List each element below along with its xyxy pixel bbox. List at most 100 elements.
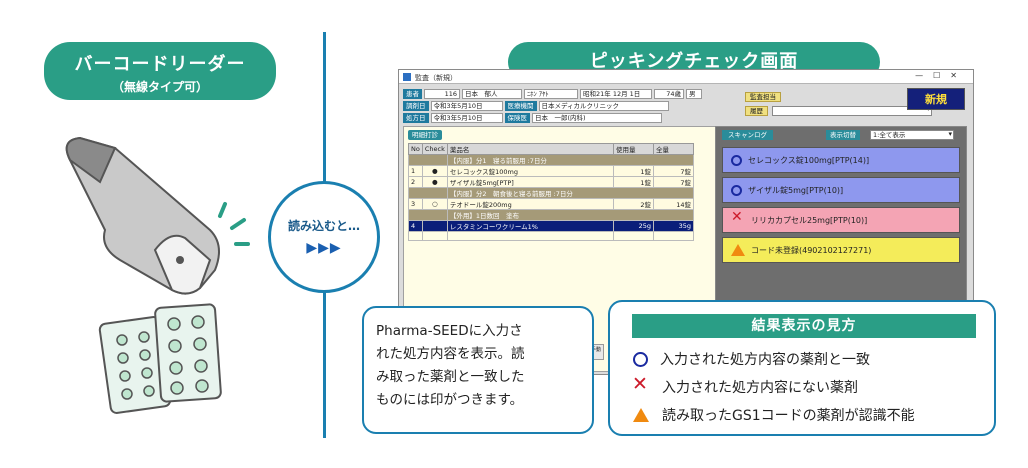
window-titlebar: 監査（新規） —☐✕ — [399, 70, 973, 84]
col-drug-name: 薬品名 — [446, 143, 615, 155]
scan-log-item[interactable]: セレコックス錠100mg[PTP(14)] — [722, 147, 960, 173]
scan-log-text: リリカカプセル25mg[PTP(10)] — [751, 215, 868, 225]
legend-title: 結果表示の見方 — [632, 314, 976, 338]
rx-dose: 2錠 — [613, 198, 654, 210]
rx-no: 2 — [408, 176, 423, 188]
description-line: ものには印がつきます。 — [376, 392, 524, 408]
description-line: Pharma-SEEDに入力さ — [376, 323, 523, 339]
rx-no: 3 — [408, 198, 423, 210]
rx-group-label: 【外用】1日数回 塗布 — [446, 209, 695, 221]
patient-id: 116 — [424, 88, 460, 99]
window-controls[interactable]: —☐✕ — [915, 71, 967, 80]
rx-drug-name: レスタミンコーワクリーム1% — [446, 220, 615, 232]
rx-dose: 1錠 — [613, 176, 654, 188]
table-row-empty — [408, 231, 694, 241]
rx-total: 7錠 — [653, 165, 694, 177]
rx-total: 7錠 — [653, 176, 694, 188]
history-row: 履歴 — [745, 105, 932, 116]
barcode-scanner-icon — [65, 136, 220, 295]
legend-callout: 結果表示の見方 入力された処方内容の薬剤と一致 入力された処方内容にない薬剤 読… — [608, 300, 996, 436]
rx-group-spacer — [408, 154, 448, 166]
read-flow-indicator: 読み込むと… ▶▶▶ — [268, 181, 380, 293]
display-toggle-select[interactable]: 1:全て表示 — [870, 130, 954, 140]
scan-log-item[interactable]: リリカカプセル25mg[PTP(10)] — [722, 207, 960, 233]
barcode-reader-subtitle: （無線タイプ可） — [111, 80, 208, 94]
rx-date-label: 処方日 — [403, 112, 429, 123]
patient-name: 日本 郁人 — [462, 88, 522, 99]
rx-group-spacer — [408, 209, 448, 221]
rx-group-label: 【内服】分1 寝る前服用 :7日分 — [446, 154, 695, 166]
clinic-label: 医療機関 — [504, 100, 537, 111]
patient-info-panel: 患者 116 日本 郁人 ﾆﾎﾝ ｱﾔﾄ 昭和21年 12月 1日 74歳 男 … — [403, 88, 725, 123]
legend-text: 入力された処方内容の薬剤と一致 — [660, 352, 870, 368]
legend-item-unrecognized: 読み取ったGS1コードの薬剤が認識不能 — [632, 404, 915, 426]
app-icon — [403, 73, 411, 81]
scan-signal-icon — [218, 202, 250, 246]
empty-cell — [446, 231, 615, 241]
picking-check-window: 監査（新規） —☐✕ 患者 116 日本 郁人 ﾆﾎﾝ ｱﾔﾄ 昭和21年 12… — [398, 69, 974, 375]
col-check: Check — [421, 143, 448, 155]
description-line: れた処方内容を表示。読 — [376, 346, 525, 362]
patient-kana: ﾆﾎﾝ ｱﾔﾄ — [524, 88, 578, 99]
audit-staff[interactable]: 監査担当 — [745, 92, 781, 102]
birth-date: 昭和21年 12月 1日 — [580, 88, 652, 99]
rx-no: 4 — [408, 220, 423, 232]
empty-cell — [421, 231, 448, 241]
col-no: No — [408, 143, 423, 155]
rx-check — [421, 220, 448, 232]
triangle-warning-icon — [731, 244, 745, 256]
rx-dose: 1錠 — [613, 165, 654, 177]
rx-dose: 25g — [613, 220, 654, 232]
rx-group-row[interactable]: 【外用】1日数回 塗布 — [408, 209, 695, 221]
cross-icon — [731, 209, 745, 227]
table-header-row: No Check 薬品名 使用量 全量 — [408, 143, 694, 155]
empty-cell — [653, 231, 694, 241]
doctor-label: 保険医 — [504, 112, 530, 123]
rx-group-spacer — [408, 187, 448, 199]
scan-log-item[interactable]: ザイザル錠5mg[PTP(10)] — [722, 177, 960, 203]
doctor-name: 日本 一郎(内科) — [532, 112, 662, 123]
rx-drug-name: テオドール錠200mg — [446, 198, 615, 210]
rx-group-row[interactable]: 【内服】分2 朝食後と寝る前服用 :7日分 — [408, 187, 695, 199]
barcode-reader-header: バーコードリーダー （無線タイプ可） — [44, 42, 276, 100]
prescription-tab[interactable]: 明細打診 — [408, 130, 442, 140]
circle-icon — [731, 184, 742, 196]
legend-text: 読み取ったGS1コードの薬剤が認識不能 — [662, 408, 915, 424]
circle-icon — [731, 154, 742, 166]
scan-log-tab[interactable]: スキャンログ — [722, 130, 773, 140]
clinic-name: 日本メディカルクリニック — [538, 100, 669, 111]
col-total: 全量 — [653, 143, 694, 155]
description-callout: Pharma-SEEDに入力さ れた処方内容を表示。読 み取った薬剤と一致した … — [362, 306, 594, 434]
triple-arrow-icon: ▶▶▶ — [306, 240, 342, 256]
visit-date: 令和3年5月10日 — [430, 100, 503, 111]
scan-log-item[interactable]: コード未登録(4902102127271) — [722, 237, 960, 263]
barcode-reader-title: バーコードリーダー — [74, 54, 246, 75]
empty-cell — [408, 231, 423, 241]
rx-total: 35g — [653, 220, 694, 232]
window-title: 監査（新規） — [415, 74, 457, 82]
cross-icon — [632, 373, 650, 396]
rx-drug-name: セレコックス錠100mg — [446, 165, 615, 177]
visit-date-label: 調剤日 — [403, 100, 429, 111]
triangle-warning-icon — [633, 408, 649, 422]
patient-label: 患者 — [403, 88, 422, 99]
rx-total: 14錠 — [653, 198, 694, 210]
pill-blister-pack-icon — [98, 303, 222, 414]
patient-sex: 男 — [686, 88, 702, 99]
description-line: み取った薬剤と一致した — [376, 369, 525, 385]
rx-group-row[interactable]: 【内服】分1 寝る前服用 :7日分 — [408, 154, 695, 166]
rx-check: ● — [421, 165, 448, 177]
legend-text: 入力された処方内容にない薬剤 — [662, 380, 858, 396]
rx-group-label: 【内服】分2 朝食後と寝る前服用 :7日分 — [446, 187, 695, 199]
legend-item-match: 入力された処方内容の薬剤と一致 — [632, 348, 870, 370]
new-button[interactable]: 新規 — [907, 88, 965, 110]
rx-date: 令和3年5月10日 — [430, 112, 503, 123]
history-label: 履歴 — [745, 106, 768, 116]
scan-log-text: コード未登録(4902102127271) — [751, 245, 872, 255]
audit-staff-label: 監査担当 — [745, 92, 781, 102]
